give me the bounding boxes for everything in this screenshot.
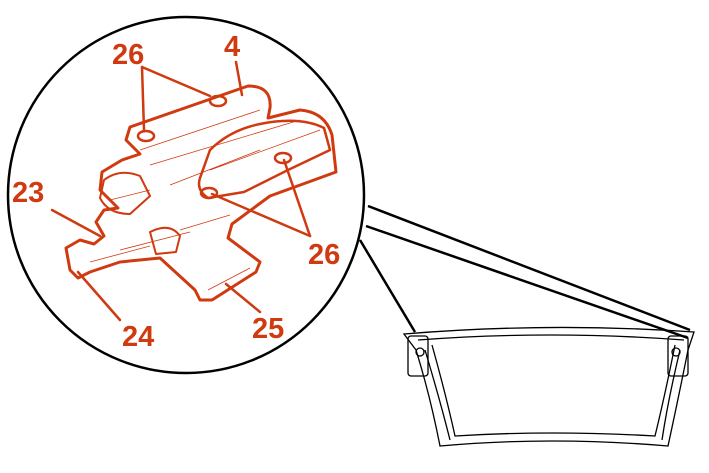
callout-label-4: 4 (224, 31, 240, 63)
callout-label-25: 25 (252, 313, 284, 345)
bolt-hole (136, 129, 156, 143)
hood-panel (402, 326, 695, 447)
bolt-hole (273, 151, 293, 165)
bolt-hole (199, 186, 219, 200)
detail-magnifier-circle (6, 15, 366, 375)
bolt-hole (208, 94, 228, 108)
callout-label-26-top: 26 (112, 39, 144, 71)
callout-label-26-right: 26 (308, 239, 340, 271)
callout-label-24: 24 (122, 321, 154, 353)
callout-leaders (50, 60, 312, 322)
hinge-assembly (64, 84, 338, 302)
callout-label-23: 23 (12, 177, 44, 209)
magnifier-leader-lines (358, 204, 691, 340)
